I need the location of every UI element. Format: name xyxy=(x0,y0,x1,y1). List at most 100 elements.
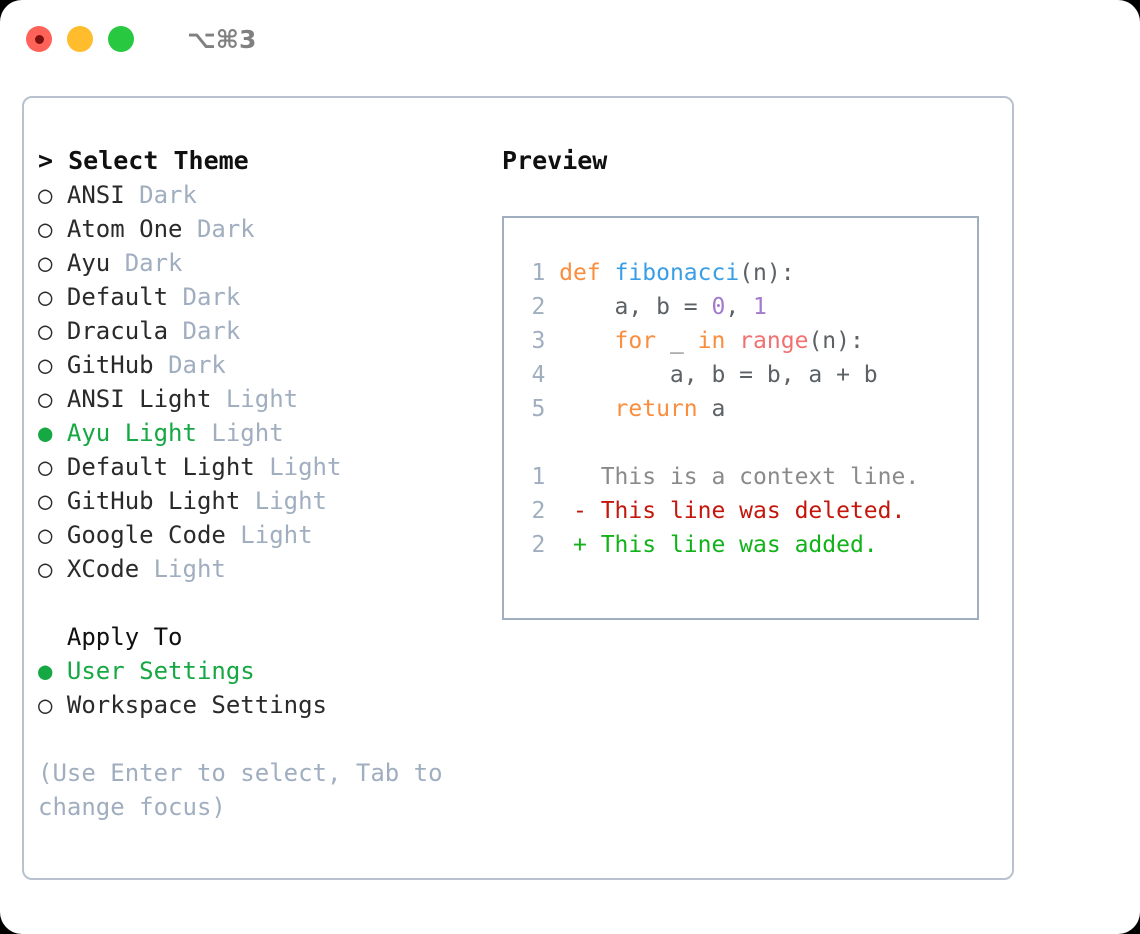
theme-option-dracula[interactable]: ○ Dracula Dark xyxy=(38,314,478,348)
diff-marker: + xyxy=(573,532,587,558)
theme-option-xcode[interactable]: ○ XCode Light xyxy=(38,552,478,586)
line-number: 5 xyxy=(531,396,546,422)
apply-to-label: Workspace Settings xyxy=(66,691,327,719)
line-number: 2 xyxy=(531,294,546,320)
radio-unselected-icon: ○ xyxy=(38,249,67,277)
radio-unselected-icon: ○ xyxy=(38,283,67,311)
preview-column: Preview 1 def fibonacci(n):2 a, b = 0, 1… xyxy=(502,144,1002,620)
diff-line-ctx: 1 This is a context line. xyxy=(520,460,977,494)
theme-variant-badge: Light xyxy=(269,453,342,481)
theme-name: Atom One xyxy=(66,215,197,243)
code-token: return xyxy=(614,396,698,422)
code-token: def xyxy=(559,260,601,286)
theme-option-google-code[interactable]: ○ Google Code Light xyxy=(38,518,478,552)
theme-name: GitHub Light xyxy=(66,487,255,515)
apply-to-option-workspace-settings[interactable]: ○ Workspace Settings xyxy=(38,688,478,722)
radio-unselected-icon: ○ xyxy=(38,317,67,345)
maximize-button[interactable] xyxy=(108,26,134,52)
apply-to-list[interactable]: ● User Settings○ Workspace Settings xyxy=(38,654,478,722)
theme-variant-badge: Dark xyxy=(139,181,197,209)
code-line: 2 a, b = 0, 1 xyxy=(520,290,977,324)
theme-option-ayu-light[interactable]: ● Ayu Light Light xyxy=(38,416,478,450)
diff-marker: - xyxy=(573,498,587,524)
preview-label: Preview xyxy=(502,146,608,175)
theme-option-atom-one[interactable]: ○ Atom One Dark xyxy=(38,212,478,246)
close-button[interactable] xyxy=(26,26,52,52)
line-number: 2 xyxy=(531,498,546,524)
diff-line-del: 2 - This line was deleted. xyxy=(520,494,977,528)
theme-option-default[interactable]: ○ Default Dark xyxy=(38,280,478,314)
radio-unselected-icon: ○ xyxy=(38,351,67,379)
code-line: 5 return a xyxy=(520,392,977,426)
radio-unselected-icon: ○ xyxy=(38,215,67,243)
window-titlebar: ⌥⌘3 xyxy=(0,0,1140,78)
theme-name: XCode xyxy=(66,555,154,583)
diff-text: This line was added. xyxy=(586,532,878,558)
theme-variant-badge: Light xyxy=(254,487,327,515)
code-token: in xyxy=(697,328,726,354)
theme-name: ANSI Light xyxy=(66,385,226,413)
code-token: a, b = b, a + b xyxy=(559,362,878,388)
code-token: a, b = xyxy=(559,294,712,320)
radio-unselected-icon: ○ xyxy=(38,691,67,719)
code-token xyxy=(559,328,614,354)
radio-selected-icon: ● xyxy=(38,657,67,685)
diff-line-add: 2 + This line was added. xyxy=(520,528,977,562)
code-line: 3 for _ in range(n): xyxy=(520,324,977,358)
theme-variant-badge: Light xyxy=(240,521,313,549)
theme-option-ayu[interactable]: ○ Ayu Dark xyxy=(38,246,478,280)
theme-variant-badge: Dark xyxy=(124,249,183,277)
radio-selected-icon: ● xyxy=(38,419,67,447)
theme-option-github-light[interactable]: ○ GitHub Light Light xyxy=(38,484,478,518)
code-token: (n): xyxy=(808,328,864,354)
theme-name: Ayu xyxy=(66,249,125,277)
code-line: 1 def fibonacci(n): xyxy=(520,256,977,290)
theme-variant-badge: Light xyxy=(211,419,284,447)
theme-variant-badge: Light xyxy=(225,385,299,413)
theme-list[interactable]: ○ ANSI Dark○ Atom One Dark○ Ayu Dark○ De… xyxy=(38,178,478,586)
code-token: 0 xyxy=(711,294,726,320)
code-token: , xyxy=(725,294,754,320)
radio-unselected-icon: ○ xyxy=(38,487,67,515)
theme-name: GitHub xyxy=(66,351,169,379)
preview-spacer xyxy=(520,426,977,460)
theme-option-default-light[interactable]: ○ Default Light Light xyxy=(38,450,478,484)
theme-name: Default xyxy=(66,283,183,311)
theme-selection-column: > Select Theme ○ ANSI Dark○ Atom One Dar… xyxy=(38,144,478,824)
code-token: fibonacci xyxy=(614,260,740,286)
code-token xyxy=(601,260,615,286)
select-theme-header: > Select Theme xyxy=(38,146,249,175)
radio-unselected-icon: ○ xyxy=(38,453,67,481)
radio-unselected-icon: ○ xyxy=(38,385,67,413)
code-token: 1 xyxy=(753,294,767,320)
code-token xyxy=(725,328,739,354)
diff-text: This line was deleted. xyxy=(586,498,906,524)
line-number: 3 xyxy=(531,328,546,354)
theme-name: Dracula xyxy=(66,317,183,345)
theme-name: Ayu Light xyxy=(66,419,212,447)
radio-unselected-icon: ○ xyxy=(38,521,67,549)
theme-option-github[interactable]: ○ GitHub Dark xyxy=(38,348,478,382)
code-line: 4 a, b = b, a + b xyxy=(520,358,977,392)
theme-name: Google Code xyxy=(66,521,241,549)
theme-option-ansi[interactable]: ○ ANSI Dark xyxy=(38,178,478,212)
diff-sample: 1 This is a context line.2 - This line w… xyxy=(520,460,977,562)
theme-picker-panel: > Select Theme ○ ANSI Dark○ Atom One Dar… xyxy=(22,96,1014,880)
radio-unselected-icon: ○ xyxy=(38,555,67,583)
theme-variant-badge: Dark xyxy=(168,351,226,379)
diff-text: This is a context line. xyxy=(586,464,920,490)
code-token: _ xyxy=(656,328,698,354)
theme-variant-badge: Dark xyxy=(182,283,241,311)
apply-to-option-user-settings[interactable]: ● User Settings xyxy=(38,654,478,688)
theme-variant-badge: Dark xyxy=(196,215,255,243)
line-number: 1 xyxy=(531,464,546,490)
minimize-button[interactable] xyxy=(67,26,93,52)
code-token: (n): xyxy=(739,260,795,286)
theme-option-ansi-light[interactable]: ○ ANSI Light Light xyxy=(38,382,478,416)
theme-variant-badge: Dark xyxy=(182,317,241,345)
line-number: 2 xyxy=(531,532,546,558)
line-number: 1 xyxy=(531,260,546,286)
